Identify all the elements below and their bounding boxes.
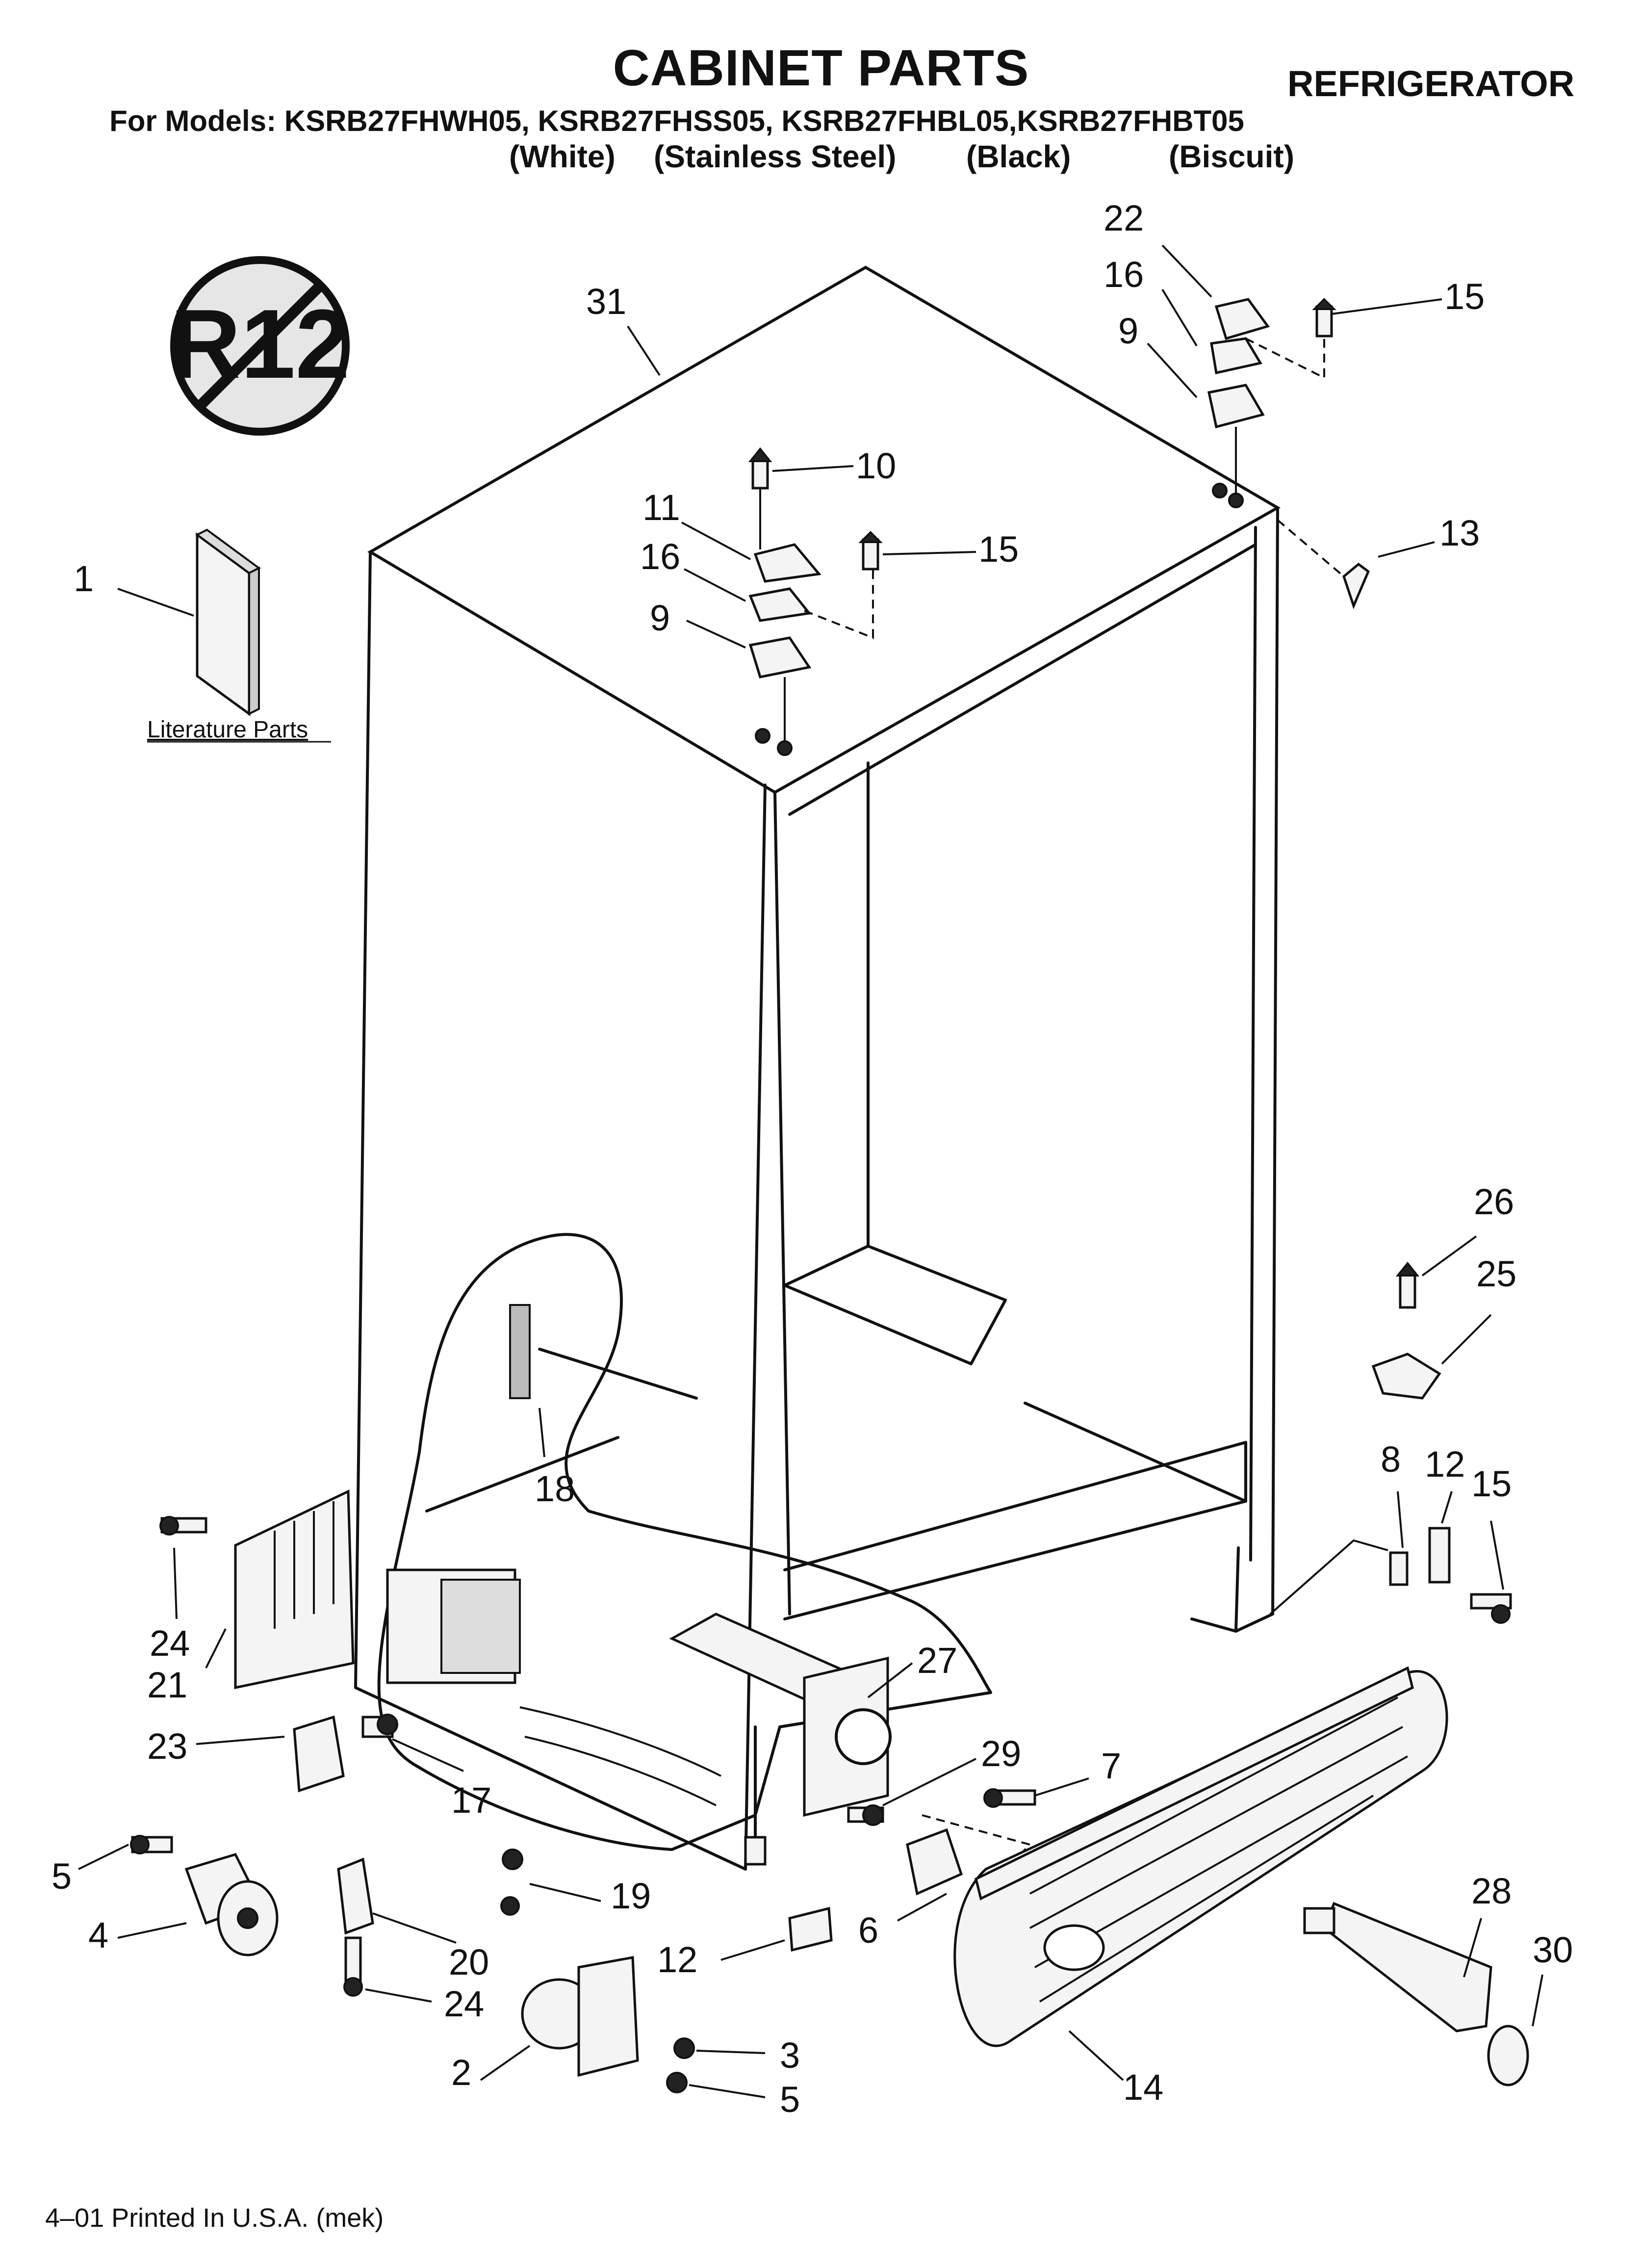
leader-lines [78, 244, 1543, 2098]
drain-spring [509, 1304, 531, 1399]
bracket-6 [847, 1788, 1036, 1896]
callout-30: 30 [1533, 1929, 1573, 1970]
callout-22: 22 [1103, 198, 1144, 238]
callout-19: 19 [611, 1876, 651, 1916]
callout-27: 27 [917, 1640, 957, 1681]
clip-23 [293, 1714, 398, 1793]
callout-9b: 9 [650, 598, 670, 638]
back-panel-21 [159, 1489, 355, 1690]
tube-clamp-20 [337, 1857, 374, 1997]
hinge-8-12-15 [1269, 1527, 1512, 1624]
callout-15b: 15 [978, 529, 1019, 570]
callout-15c: 15 [1471, 1463, 1512, 1504]
callout-7: 7 [1101, 1746, 1121, 1786]
callout-18: 18 [535, 1468, 575, 1509]
hinge-25-26 [1371, 1261, 1441, 1400]
page-title: CABINET PARTS [613, 40, 1029, 97]
variant-black: (Black) [966, 139, 1071, 174]
callout-16: 16 [1103, 254, 1144, 295]
callout-20: 20 [449, 1942, 489, 1982]
top-right-hinge-assembly [1207, 298, 1336, 508]
callout-numbers: 22 16 15 9 31 10 11 15 16 9 1 13 26 25 8… [51, 198, 1573, 2120]
callout-24b: 24 [444, 1983, 484, 2024]
water-filter-28-30 [1303, 1902, 1529, 2086]
no-r12-symbol: R12 [170, 256, 350, 436]
callout-8: 8 [1381, 1439, 1401, 1480]
callout-4: 4 [88, 1915, 108, 1955]
models-line: For Models: KSRB27FHWH05, KSRB27FHSS05, … [109, 104, 1244, 137]
door-stop-13 [1342, 562, 1370, 610]
callout-3: 3 [780, 2035, 800, 2076]
callout-21: 21 [147, 1665, 187, 1705]
callout-31: 31 [586, 281, 626, 322]
literature-parts-label: Literature Parts [147, 717, 308, 743]
callout-29: 29 [981, 1733, 1021, 1774]
top-center-hinge-assembly [748, 447, 883, 756]
callout-1: 1 [74, 558, 94, 599]
literature-booklet [147, 528, 331, 743]
roller-2 [521, 1956, 695, 2093]
callout-23: 23 [147, 1726, 187, 1767]
callout-10: 10 [856, 445, 896, 486]
callout-2: 2 [451, 2052, 471, 2093]
hinge-12-bottom [788, 1906, 833, 1952]
callout-12b: 12 [657, 1939, 697, 1980]
callout-14: 14 [1123, 2067, 1163, 2108]
variant-stainless-steel: (Stainless Steel) [654, 139, 897, 174]
callout-12: 12 [1425, 1444, 1465, 1485]
callout-15: 15 [1444, 276, 1485, 317]
base-grille-14 [953, 1666, 1448, 2047]
print-footer: 4–01 Printed In U.S.A. (mek) [45, 2203, 384, 2233]
variant-biscuit: (Biscuit) [1169, 139, 1294, 174]
callout-26: 26 [1474, 1181, 1514, 1222]
callout-13: 13 [1439, 513, 1480, 553]
cabinet-shell [354, 265, 1281, 1871]
appliance-category: REFRIGERATOR [1287, 63, 1575, 104]
water-tube-19 [347, 1839, 523, 1916]
callout-24: 24 [150, 1623, 190, 1664]
callout-5b: 5 [780, 2079, 800, 2120]
callout-16b: 16 [640, 536, 680, 577]
callout-28: 28 [1471, 1871, 1512, 1911]
callout-6: 6 [858, 1910, 878, 1951]
variant-white: (White) [509, 139, 616, 174]
callout-17: 17 [451, 1780, 491, 1821]
callout-11: 11 [642, 487, 680, 528]
roller-4 [130, 1835, 279, 1956]
callout-25: 25 [1476, 1253, 1516, 1294]
callout-5: 5 [51, 1856, 72, 1897]
callout-9: 9 [1118, 311, 1138, 351]
